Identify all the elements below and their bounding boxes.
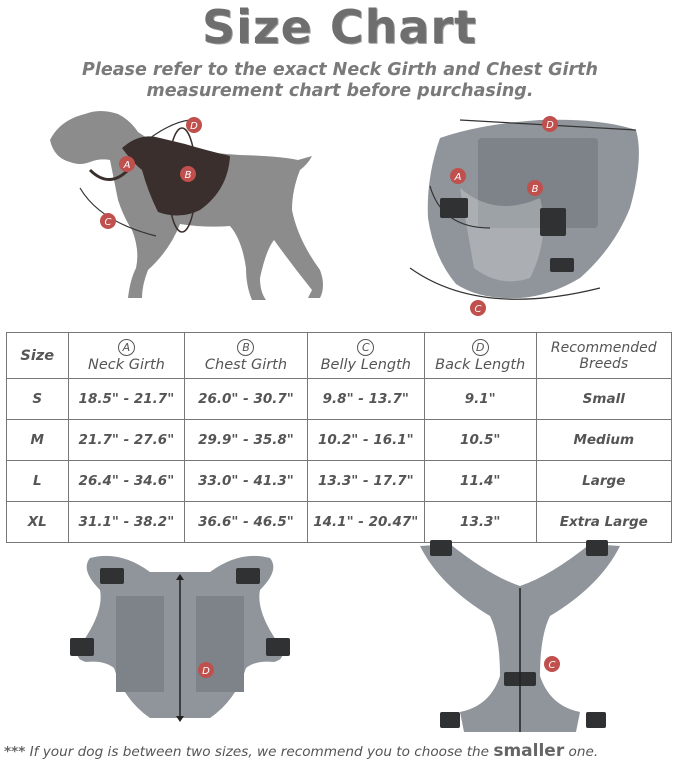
header-back-length: D Back Length [423,332,537,379]
marker-c [470,300,486,316]
cell-chest: 36.6" - 46.5" [184,501,308,543]
cell-breed: Medium [535,419,673,461]
cell-neck: 18.5" - 21.7" [67,378,186,420]
cell-breed: Extra Large [535,501,673,543]
cell-belly: 10.2" - 16.1" [306,419,425,461]
table-row: M 21.7" - 27.6" 29.9" - 35.8" 10.2" - 16… [6,419,673,461]
cell-belly: 14.1" - 20.47" [306,501,425,543]
marker-c-label: C [549,660,556,671]
marker-d-label: D [546,120,554,131]
marker-d [198,662,214,678]
marker-b [180,166,196,182]
cell-belly: 9.8" - 13.7" [306,378,425,420]
page-title: Size Chart [201,0,478,54]
marker-d-circle: D [471,338,489,356]
footer-emphasis: smaller [493,741,565,761]
marker-b-circle: B [237,338,255,356]
marker-b-label: B [185,170,192,181]
footer-note: *** If your dog is between two sizes, we… [4,741,679,761]
marker-a-label: A [123,160,131,171]
header-breeds-line1: Recommended [550,339,657,356]
cell-size: XL [6,501,69,543]
cell-chest: 33.0" - 41.3" [184,460,308,502]
header-size: Size [6,332,69,379]
cell-size: L [6,460,69,502]
harness-overlay [122,136,230,216]
marker-a-circle: A [117,338,135,356]
marker-d-label: D [190,121,198,132]
harness-underside-illustration: C [420,540,620,732]
table-header-row: Size A Neck Girth B Chest Girth C Belly … [6,332,673,379]
cell-breed: Large [535,460,673,502]
marker-c-circle: C [357,338,375,356]
size-chart-table: Size A Neck Girth B Chest Girth C Belly … [6,332,673,543]
cell-belly: 13.3" - 17.7" [306,460,425,502]
harness-side-illustration: A B C D [409,116,639,316]
dog-measurement-illustration: A B C D [50,111,323,300]
header-chest-girth: B Chest Girth [184,332,308,379]
table-row: L 26.4" - 34.6" 33.0" - 41.3" 13.3" - 17… [6,460,673,502]
header-neck-label: Neck Girth [87,356,165,373]
marker-d-label: D [202,666,210,677]
header-belly-label: Belly Length [320,356,411,373]
marker-c [544,656,560,672]
cell-back: 13.3" [423,501,537,543]
page-subtitle: Please refer to the exact Neck Girth and… [82,60,598,101]
harness-flat-illustration: D [70,555,290,722]
header-neck-girth: A Neck Girth [67,332,186,379]
marker-a [450,168,466,184]
header-back-label: Back Length [435,356,526,373]
footer-text-after: one. [564,744,599,760]
footer-stars: *** [4,744,26,760]
header-breeds-line2: Breeds [579,355,629,372]
marker-c-label: C [475,304,482,315]
marker-c-label: C [105,217,112,228]
cell-back: 9.1" [423,378,537,420]
cell-size: M [6,419,69,461]
marker-c [100,213,116,229]
cell-breed: Small [535,378,673,420]
cell-neck: 31.1" - 38.2" [67,501,186,543]
footer-text-before: If your dog is between two sizes, we rec… [25,744,494,760]
table-row: XL 31.1" - 38.2" 36.6" - 46.5" 14.1" - 2… [6,501,673,543]
cell-size: S [6,378,69,420]
marker-d [186,117,202,133]
marker-b-label: B [532,184,539,195]
marker-a-label: A [454,172,462,183]
cell-back: 10.5" [423,419,537,461]
header-recommended-breeds: Recommended Breeds [535,332,673,379]
table-row: S 18.5" - 21.7" 26.0" - 30.7" 9.8" - 13.… [6,378,673,420]
marker-d [542,116,558,132]
marker-b [527,180,543,196]
marker-a [119,156,135,172]
cell-back: 11.4" [423,460,537,502]
header-belly-length: C Belly Length [306,332,425,379]
cell-neck: 21.7" - 27.6" [67,419,186,461]
cell-chest: 29.9" - 35.8" [184,419,308,461]
header-chest-label: Chest Girth [204,356,288,373]
cell-neck: 26.4" - 34.6" [67,460,186,502]
cell-chest: 26.0" - 30.7" [184,378,308,420]
